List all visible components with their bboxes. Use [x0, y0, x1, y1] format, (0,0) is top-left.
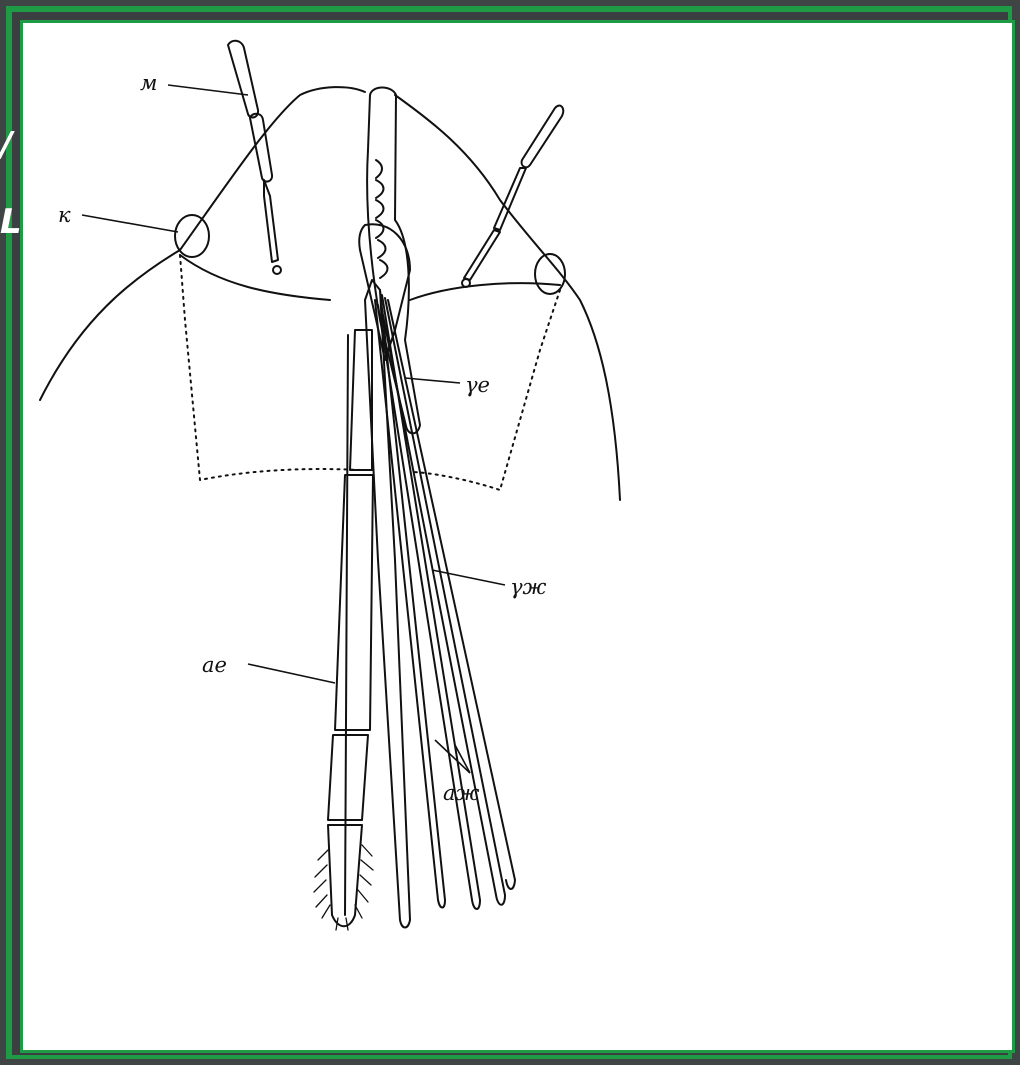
label-k: к: [58, 203, 71, 227]
label-ae: ае: [202, 653, 227, 677]
upper-lip-ye: [367, 88, 420, 434]
head-lower-edge-left: [180, 255, 330, 300]
head-outline-left: [40, 87, 365, 400]
lower-lip-ae: [328, 330, 373, 926]
label-yzh: γж: [510, 575, 547, 599]
upper-lip-segments: [376, 160, 388, 278]
leader-m: [168, 85, 248, 95]
leader-azh-1: [435, 740, 470, 773]
stylets-azh: [365, 280, 515, 928]
leader-ae: [248, 664, 335, 683]
label-ye: γе: [465, 373, 490, 397]
label-m: м: [140, 71, 157, 95]
left-antenna: [228, 41, 281, 274]
label-azh: аж: [443, 781, 480, 805]
lower-lip-bristles: [314, 845, 373, 930]
head-outline-right: [395, 95, 620, 500]
left-eye: [175, 215, 209, 257]
leader-k: [82, 215, 178, 232]
